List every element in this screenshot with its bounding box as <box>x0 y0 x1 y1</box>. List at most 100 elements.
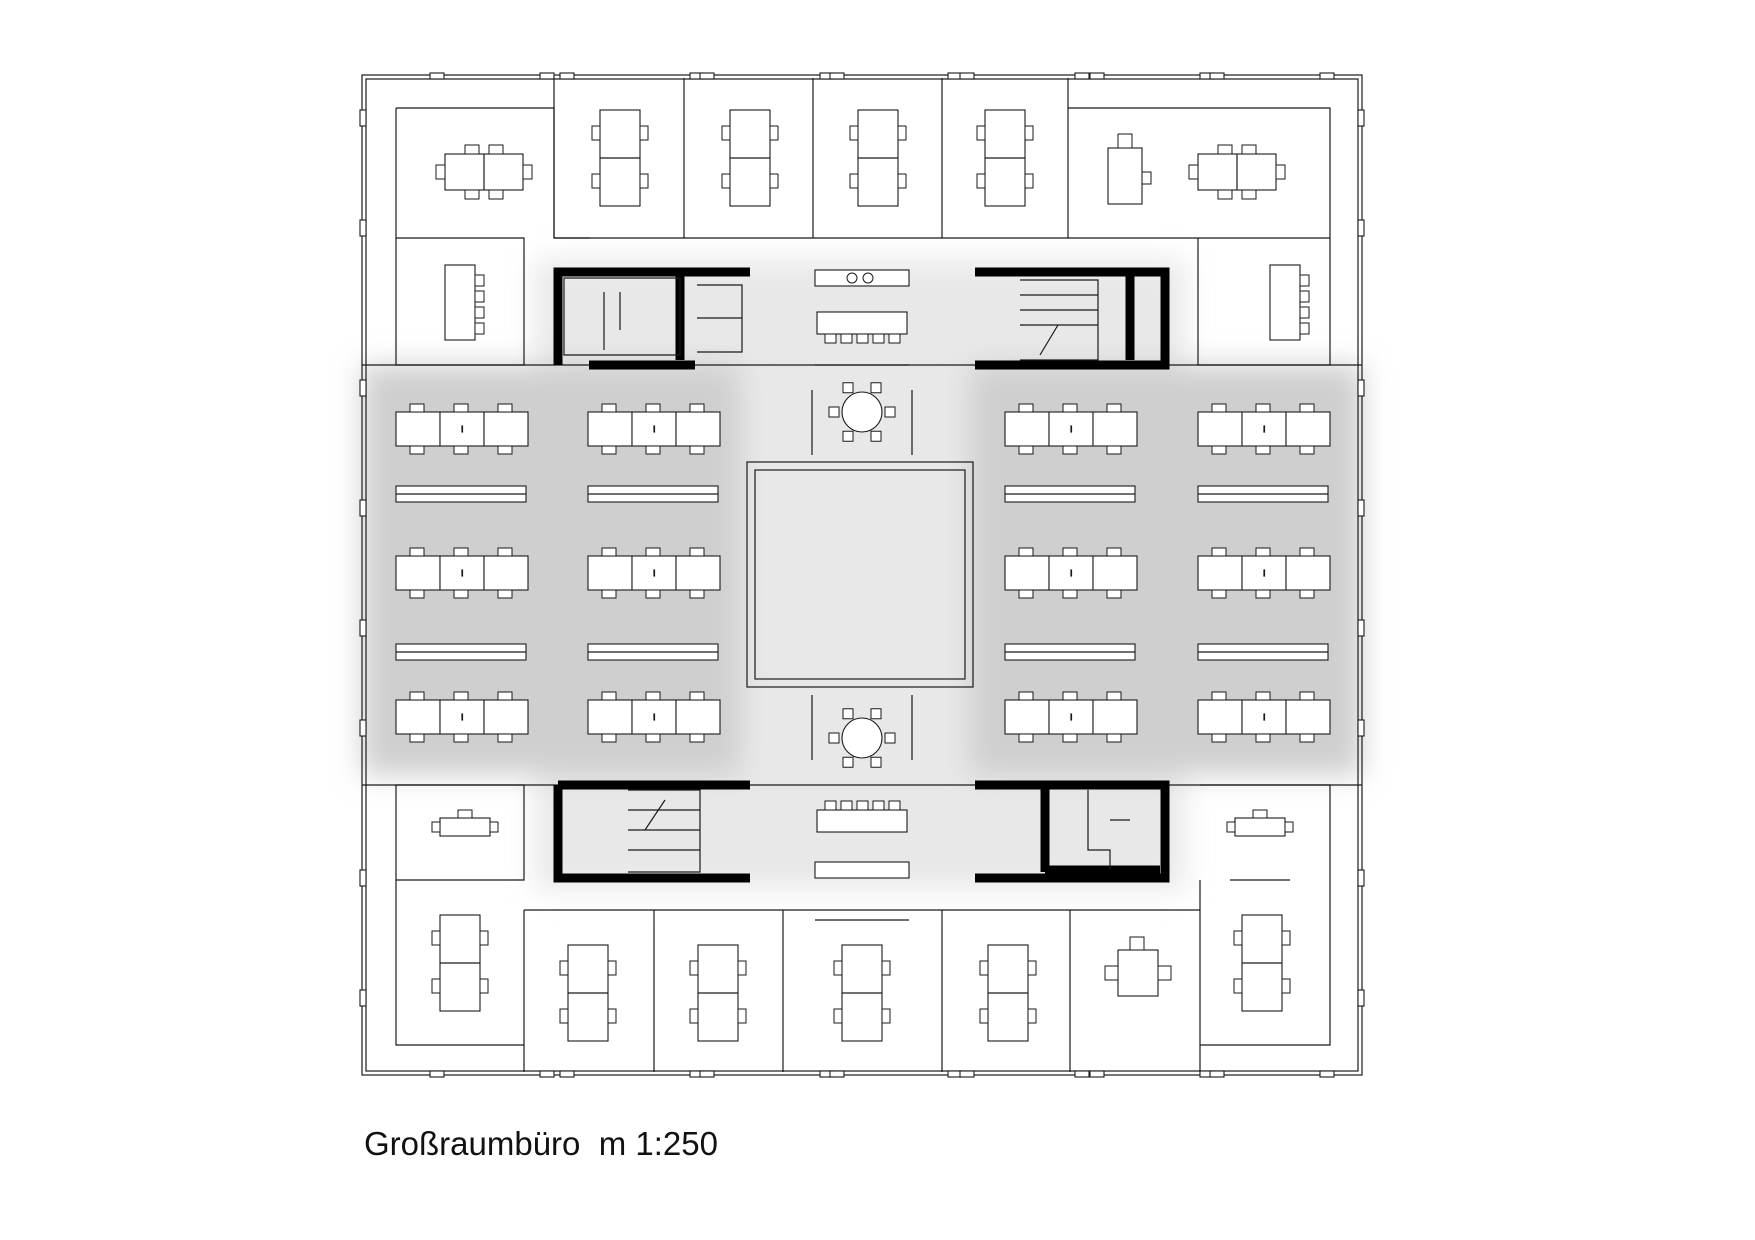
chair <box>1106 445 1122 455</box>
chair <box>979 960 989 976</box>
chair <box>409 733 425 743</box>
desk <box>1197 555 1243 591</box>
chair <box>689 960 699 976</box>
chair <box>689 403 705 413</box>
stool <box>888 800 901 811</box>
furniture <box>395 109 1331 1042</box>
desk <box>1092 411 1138 447</box>
chair <box>1106 733 1122 743</box>
chair <box>1027 1008 1037 1024</box>
chair <box>409 589 425 599</box>
chair <box>474 322 485 335</box>
facade-mullion <box>1319 72 1335 80</box>
chair <box>689 691 705 701</box>
chair <box>645 445 661 455</box>
chair <box>435 164 446 180</box>
chair <box>737 960 747 976</box>
chair <box>488 189 504 200</box>
stool <box>824 333 837 344</box>
chair <box>849 173 859 189</box>
chair <box>409 547 425 557</box>
desk-divider <box>1070 425 1073 433</box>
chair <box>601 691 617 701</box>
chair <box>1255 445 1271 455</box>
chair <box>1062 733 1078 743</box>
chair <box>409 445 425 455</box>
desk <box>1285 411 1331 447</box>
chair <box>1157 965 1172 981</box>
desk <box>483 411 529 447</box>
chair <box>1299 403 1315 413</box>
desk-cluster <box>395 691 529 743</box>
chair <box>1211 547 1227 557</box>
chair <box>601 733 617 743</box>
chair <box>1211 691 1227 701</box>
chair <box>591 125 601 141</box>
chair <box>833 1008 843 1024</box>
chair <box>1284 821 1294 833</box>
chair <box>1062 403 1078 413</box>
table <box>1269 264 1301 341</box>
chair <box>721 173 731 189</box>
stool <box>872 333 885 344</box>
chair <box>1299 274 1310 287</box>
chair <box>1117 133 1133 149</box>
chair <box>522 164 533 180</box>
chair <box>601 547 617 557</box>
facade-mullion <box>359 109 367 127</box>
chair <box>497 733 513 743</box>
desk-divider <box>461 713 464 721</box>
facade-mullion <box>429 1070 445 1078</box>
table <box>1234 817 1286 837</box>
facade-mullion <box>1357 219 1365 237</box>
chair <box>474 274 485 287</box>
chair <box>870 708 882 720</box>
facade-mullion <box>1074 1070 1090 1078</box>
chair <box>1024 125 1034 141</box>
facade-mullion <box>699 72 715 80</box>
chair <box>1062 691 1078 701</box>
chair <box>976 173 986 189</box>
chair <box>842 756 854 768</box>
table <box>841 717 883 759</box>
chair <box>601 589 617 599</box>
office-desk-pair <box>559 944 617 1042</box>
chair <box>1217 189 1233 200</box>
desk-cluster <box>395 547 529 599</box>
meeting-table <box>1188 144 1286 200</box>
chair <box>453 589 469 599</box>
facade-mullion <box>1089 1070 1105 1078</box>
chair <box>479 930 489 946</box>
desk <box>675 411 721 447</box>
desk <box>675 699 721 735</box>
chair <box>881 960 891 976</box>
chair <box>689 1008 699 1024</box>
chair <box>1255 403 1271 413</box>
stool <box>840 800 853 811</box>
chair <box>870 756 882 768</box>
chair <box>1299 445 1315 455</box>
chair <box>1211 403 1227 413</box>
office-desk-pair <box>591 109 649 207</box>
chair <box>497 403 513 413</box>
facade-mullion <box>359 619 367 637</box>
chair <box>979 1008 989 1024</box>
chair <box>453 691 469 701</box>
facade-mullion <box>1357 379 1365 397</box>
chair <box>497 589 513 599</box>
chair <box>431 821 441 833</box>
facade-mullion <box>359 219 367 237</box>
chair <box>639 173 649 189</box>
meeting-table <box>444 264 485 341</box>
desk <box>1004 555 1050 591</box>
facade-mullion <box>959 1070 975 1078</box>
chair <box>769 125 779 141</box>
facade-mullion <box>359 869 367 887</box>
chair <box>1141 171 1152 185</box>
table <box>439 817 491 837</box>
facade-mullion <box>359 379 367 397</box>
chair <box>1275 164 1286 180</box>
facade-mullion <box>1357 869 1365 887</box>
chair <box>497 445 513 455</box>
chair <box>1255 589 1271 599</box>
